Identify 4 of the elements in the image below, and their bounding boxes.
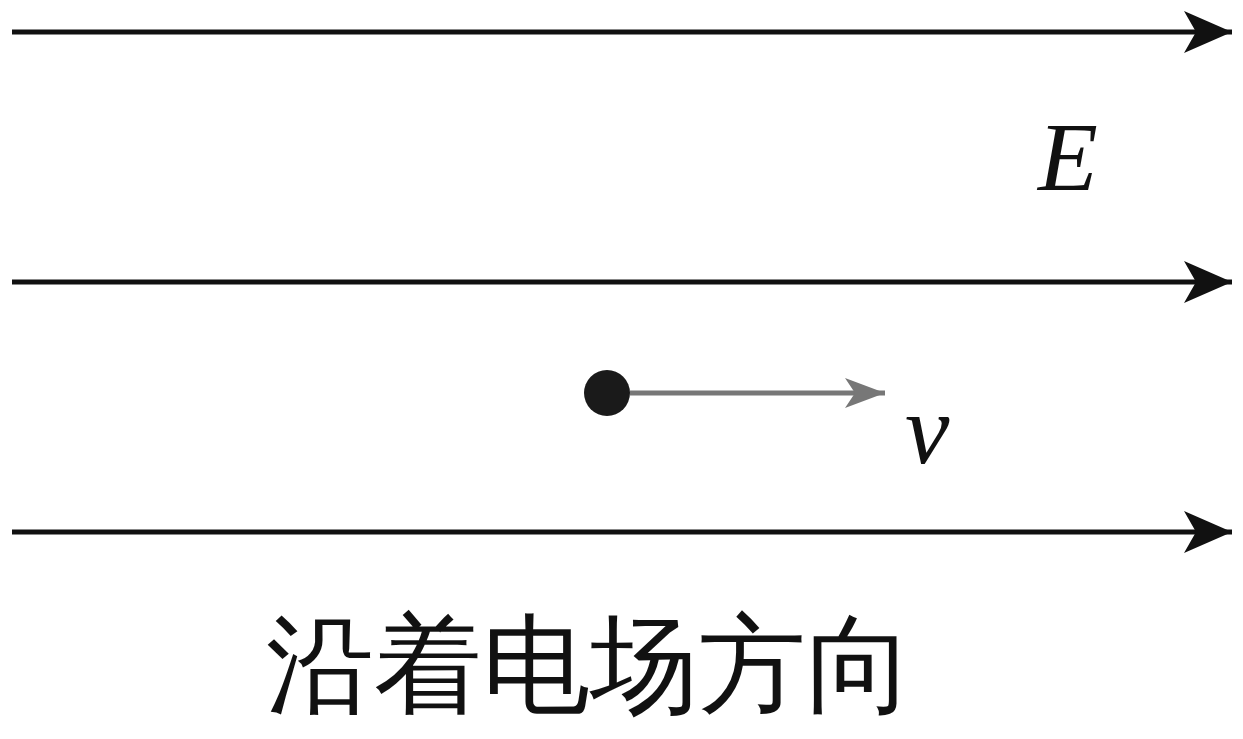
caption: 沿着电场方向 (265, 612, 915, 720)
field-symbol: v (905, 380, 950, 480)
field-symbol: E (1038, 108, 1098, 206)
particle-dot (584, 370, 630, 416)
